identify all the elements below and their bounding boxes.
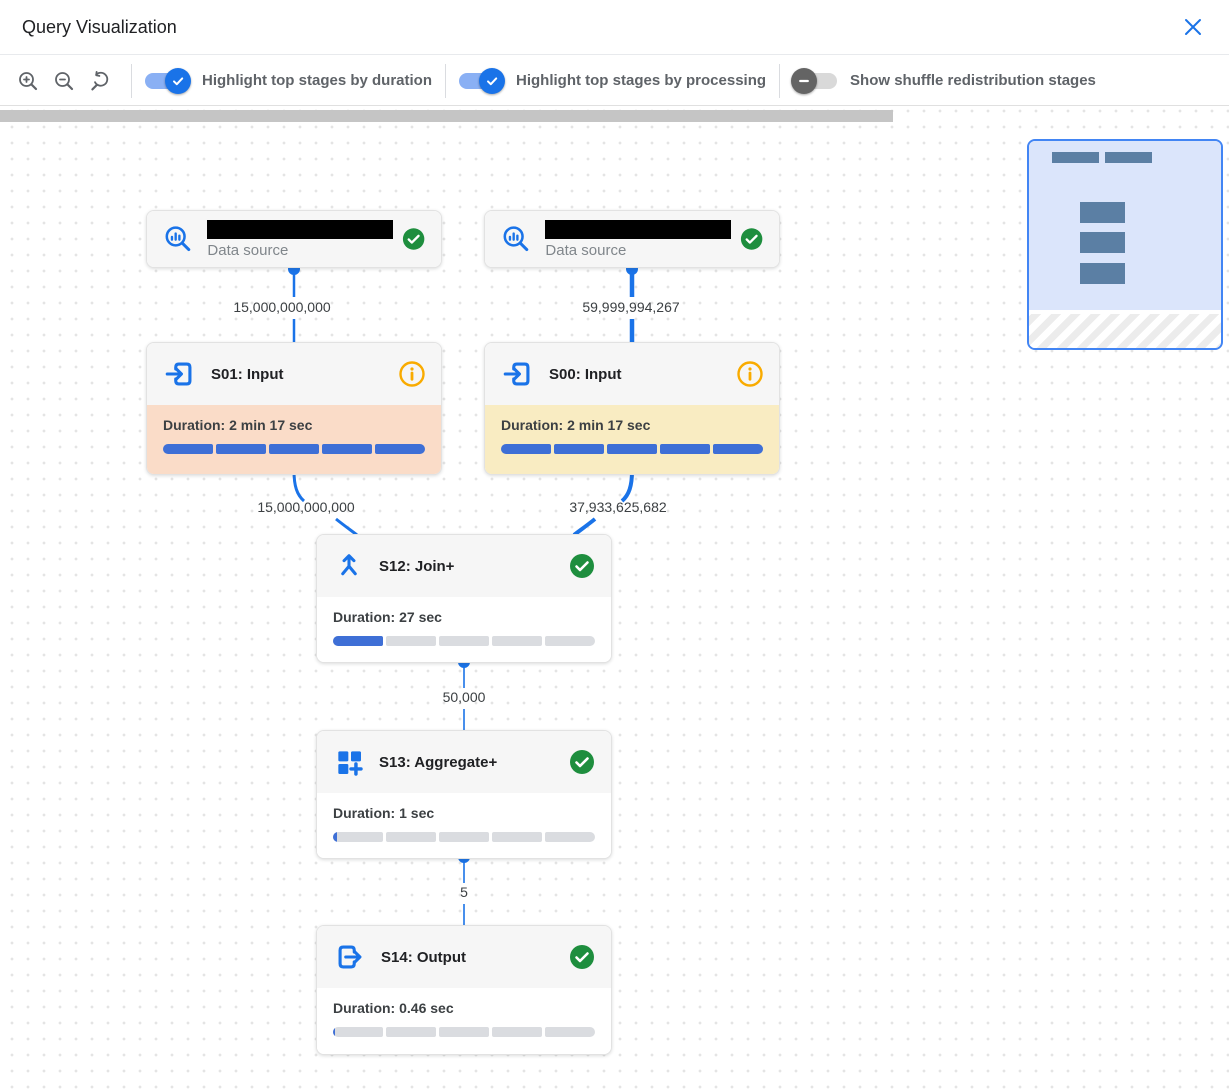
close-button[interactable]: [1179, 13, 1207, 41]
zoom-out-button[interactable]: [46, 63, 82, 99]
minimap[interactable]: [1027, 139, 1223, 350]
highlight-processing-label: Highlight top stages by processing: [516, 72, 767, 89]
minimap-node: [1052, 152, 1099, 163]
stage-header: S13: Aggregate+: [317, 731, 611, 793]
zoom-in-icon: [19, 71, 38, 90]
stage-node-s14[interactable]: S14: Output Duration: 0.46 sec: [316, 925, 612, 1055]
stage-node-s01[interactable]: S01: Input Duration: 2 min 17 sec: [146, 342, 442, 475]
stage-node-s13[interactable]: S13: Aggregate+ Duration: 1 sec: [316, 730, 612, 859]
stage-title: S01: Input: [211, 365, 284, 383]
stage-header: S00: Input: [485, 343, 779, 405]
highlight-duration-label: Highlight top stages by duration: [202, 72, 432, 89]
duration-progress-bar: [333, 832, 595, 842]
horizontal-scrollbar-thumb[interactable]: [0, 110, 893, 122]
input-stage-icon: [503, 362, 530, 386]
edge-row-count-label: 15,000,000,000: [257, 499, 355, 515]
success-check-icon: [402, 228, 425, 250]
toggle-thumb-check-icon: [165, 67, 191, 94]
toggle-group-processing: Highlight top stages by processing: [459, 67, 767, 94]
duration-progress-bar: [501, 444, 763, 454]
aggregate-stage-icon: [338, 751, 363, 776]
toggle-thumb-minus-icon: [791, 67, 818, 94]
show-shuffle-toggle[interactable]: [791, 67, 838, 94]
data-source-icon: [165, 226, 191, 252]
stage-duration-section: Duration: 27 sec: [317, 597, 611, 662]
info-icon[interactable]: [737, 361, 763, 387]
duration-label: Duration: 1 sec: [333, 805, 435, 821]
edge-row-count-label: 37,933,625,682: [569, 499, 667, 515]
reset-zoom-button[interactable]: [82, 63, 118, 99]
duration-progress-bar: [333, 636, 595, 646]
stage-header: S14: Output: [317, 926, 611, 988]
page-title: Query Visualization: [22, 16, 177, 37]
toolbar-divider: [779, 63, 781, 98]
duration-label: Duration: 2 min 17 sec: [501, 417, 651, 433]
highlight-processing-toggle[interactable]: [459, 67, 505, 94]
data-source-header: Data source: [485, 211, 779, 267]
minimap-node: [1080, 263, 1125, 284]
data-source-header: Data source: [147, 211, 441, 267]
stage-duration-section: Duration: 2 min 17 sec: [147, 405, 441, 474]
minimap-out-of-bounds-area: [1029, 310, 1221, 348]
edge-row-count-label: 5: [460, 884, 468, 900]
success-check-icon: [570, 554, 594, 578]
zoom-in-button[interactable]: [10, 63, 46, 99]
edge-row-count-label: 15,000,000,000: [233, 299, 331, 315]
minimap-viewport: [1029, 141, 1221, 310]
join-stage-icon: [341, 554, 357, 576]
graph-canvas[interactable]: 15,000,000,000 59,999,994,267 15,000,000…: [0, 107, 1229, 1090]
data-source-node-2[interactable]: Data source: [484, 210, 780, 268]
info-icon[interactable]: [399, 361, 425, 387]
input-stage-icon: [165, 362, 192, 386]
stage-title: S12: Join+: [379, 557, 455, 575]
zoom-out-icon: [55, 71, 74, 90]
stage-duration-section: Duration: 0.46 sec: [317, 988, 611, 1054]
success-check-icon: [570, 750, 594, 774]
stage-node-s00[interactable]: S00: Input Duration: 2 min 17 sec: [484, 342, 780, 475]
duration-progress-bar: [163, 444, 425, 454]
stage-header: S12: Join+: [317, 535, 611, 597]
reset-zoom-icon: [91, 70, 109, 90]
toggle-thumb-check-icon: [479, 67, 505, 94]
data-source-label: Data source: [207, 241, 289, 259]
data-source-label: Data source: [545, 241, 627, 259]
stage-duration-section: Duration: 1 sec: [317, 793, 611, 858]
duration-progress-bar: [333, 1027, 595, 1037]
highlight-duration-toggle[interactable]: [145, 67, 191, 94]
close-icon: [1185, 19, 1201, 35]
redacted-table-name: [207, 219, 394, 239]
minimap-node: [1080, 202, 1125, 223]
toggle-group-duration: Highlight top stages by duration: [145, 67, 432, 94]
success-check-icon: [570, 945, 594, 969]
toolbar-divider: [131, 63, 132, 98]
stage-title: S13: Aggregate+: [379, 753, 498, 771]
redacted-table-name: [545, 219, 732, 239]
success-check-icon: [740, 228, 763, 250]
show-shuffle-label: Show shuffle redistribution stages: [850, 72, 1096, 89]
output-stage-icon: [338, 945, 362, 969]
dialog-titlebar: Query Visualization: [0, 0, 1229, 55]
duration-label: Duration: 2 min 17 sec: [163, 417, 313, 433]
minimap-node: [1080, 232, 1125, 253]
duration-label: Duration: 27 sec: [333, 609, 442, 625]
stage-title: S00: Input: [549, 365, 622, 383]
stage-header: S01: Input: [147, 343, 441, 405]
data-source-icon: [503, 226, 529, 252]
edge-row-count-label: 59,999,994,267: [582, 299, 680, 315]
data-source-text: Data source: [545, 219, 732, 259]
edge-row-count-label: 50,000: [442, 689, 486, 705]
minimap-node: [1105, 152, 1152, 163]
graph-toolbar: Highlight top stages by duration Highlig…: [0, 56, 1229, 106]
stage-title: S14: Output: [381, 948, 466, 966]
stage-duration-section: Duration: 2 min 17 sec: [485, 405, 779, 474]
stage-node-s12[interactable]: S12: Join+ Duration: 27 sec: [316, 534, 612, 663]
data-source-node-1[interactable]: Data source: [146, 210, 442, 268]
duration-label: Duration: 0.46 sec: [333, 1000, 454, 1016]
toolbar-divider: [445, 63, 446, 98]
data-source-text: Data source: [207, 219, 394, 259]
toggle-group-shuffle: Show shuffle redistribution stages: [791, 67, 1096, 94]
